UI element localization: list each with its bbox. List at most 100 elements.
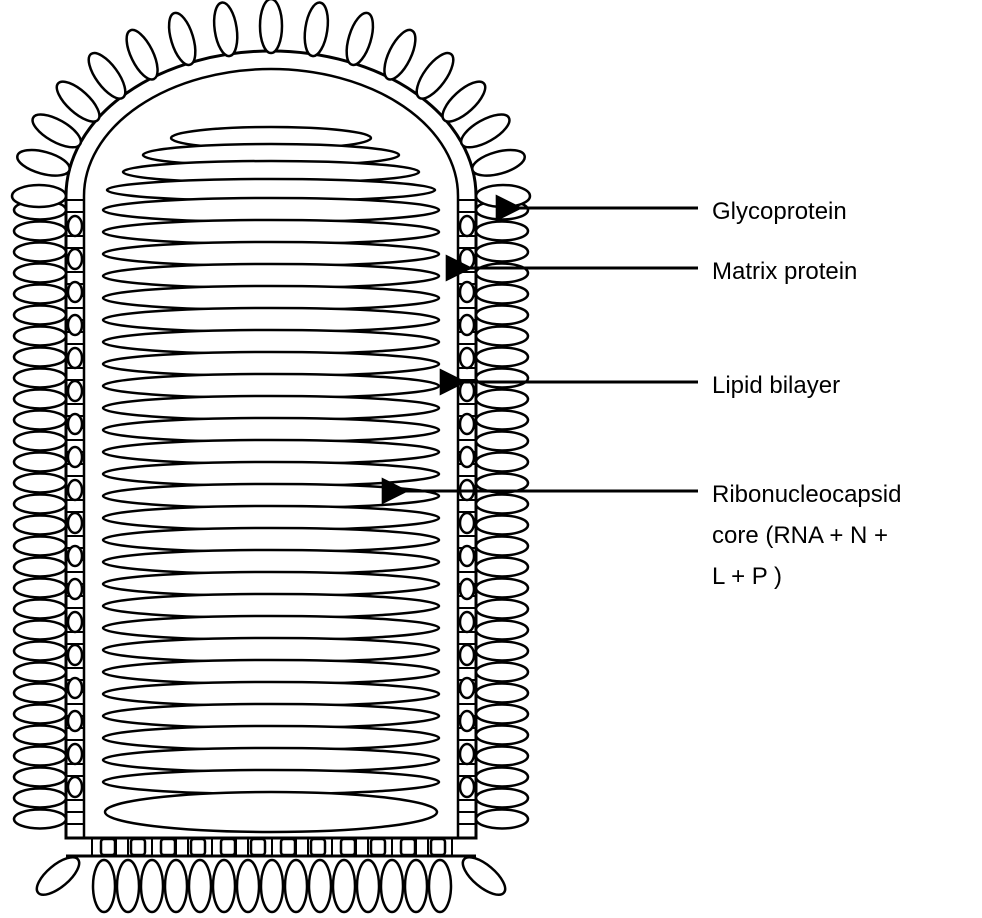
glycoprotein-spike xyxy=(476,810,528,829)
glycoprotein-spike xyxy=(476,390,528,409)
glycoprotein-spike xyxy=(14,327,66,346)
matrix-protein-unit xyxy=(68,315,82,335)
glycoprotein-spike xyxy=(14,222,66,241)
ribonucleocapsid-coil xyxy=(103,704,439,728)
matrix-protein-unit xyxy=(68,546,82,566)
glycoprotein-spike xyxy=(476,600,528,619)
glycoprotein-spike xyxy=(476,747,528,766)
ribonucleocapsid-coil xyxy=(103,198,439,222)
glycoprotein-spike xyxy=(14,558,66,577)
matrix-protein-unit xyxy=(101,839,115,855)
glycoprotein-spike xyxy=(476,726,528,745)
ribonucleocapsid-coil xyxy=(103,638,439,662)
glycoprotein-spike xyxy=(14,642,66,661)
glycoprotein-spike xyxy=(261,860,283,912)
ribonucleocapsid-coil xyxy=(103,462,439,486)
ribonucleocapsid-coil xyxy=(103,616,439,640)
glycoprotein-spike xyxy=(476,789,528,808)
glycoprotein-spike xyxy=(14,432,66,451)
matrix-protein-unit xyxy=(460,744,474,764)
matrix-protein-unit xyxy=(341,839,355,855)
glycoprotein-spike xyxy=(189,860,211,912)
glycoprotein-spike xyxy=(333,860,355,912)
glycoprotein-spike xyxy=(309,860,331,912)
glycoprotein-spike xyxy=(213,860,235,912)
glycoprotein-spike xyxy=(14,663,66,682)
glycoprotein-spike xyxy=(120,26,164,84)
ribonucleocapsid-coil xyxy=(103,682,439,706)
matrix-protein-unit xyxy=(460,315,474,335)
glycoprotein-spike xyxy=(82,48,132,105)
matrix-protein-unit xyxy=(68,645,82,665)
glycoprotein-spike xyxy=(14,474,66,493)
glycoprotein-spike xyxy=(93,860,115,912)
matrix-protein-unit xyxy=(460,777,474,797)
glycoprotein-spike xyxy=(237,860,259,912)
glycoprotein-spike xyxy=(14,537,66,556)
glycoprotein-spike xyxy=(14,768,66,787)
glycoprotein-spike xyxy=(476,453,528,472)
glycoprotein-spike xyxy=(476,348,528,367)
glycoprotein-spike xyxy=(14,705,66,724)
matrix-protein-unit xyxy=(460,645,474,665)
glycoprotein-spike xyxy=(141,860,163,912)
matrix-protein-unit xyxy=(460,249,474,269)
glycoprotein-spike xyxy=(476,768,528,787)
ribonucleocapsid-coil xyxy=(103,550,439,574)
matrix-protein-unit xyxy=(401,839,415,855)
glycoprotein-spike xyxy=(117,860,139,912)
matrix-protein-unit xyxy=(68,777,82,797)
glycoprotein-spike xyxy=(410,48,460,105)
ribonucleocapsid-coil xyxy=(103,528,439,552)
matrix-protein-unit xyxy=(68,612,82,632)
matrix-protein-unit xyxy=(68,480,82,500)
ribonucleocapsid-label-line2: core (RNA + N + xyxy=(712,522,888,549)
matrix-protein-unit xyxy=(460,546,474,566)
ribonucleocapsid-coil xyxy=(103,242,439,266)
matrix-protein-unit xyxy=(68,216,82,236)
glycoprotein-spike xyxy=(476,516,528,535)
ribonucleocapsid-coil xyxy=(103,220,439,244)
matrix-protein-unit xyxy=(221,839,235,855)
ribonucleocapsid-coil xyxy=(103,264,439,288)
matrix-protein-unit xyxy=(371,839,385,855)
glycoprotein-spike xyxy=(14,579,66,598)
ribonucleocapsid-coil xyxy=(103,418,439,442)
ribonucleocapsid-coil xyxy=(103,440,439,464)
glycoprotein-spike xyxy=(476,243,528,262)
ribonucleocapsid-coil xyxy=(103,748,439,772)
matrix-protein-unit xyxy=(460,447,474,467)
glycoprotein-spike xyxy=(211,1,241,58)
ribonucleocapsid-coil xyxy=(103,330,439,354)
glycoprotein-spike xyxy=(165,860,187,912)
glycoprotein-spike xyxy=(14,684,66,703)
glycoprotein-spike xyxy=(476,642,528,661)
glycoprotein-spike xyxy=(405,860,427,912)
ribonucleocapsid-core xyxy=(103,127,439,832)
glycoprotein-spike xyxy=(12,185,66,207)
matrix-protein-unit xyxy=(460,612,474,632)
glycoprotein-spike xyxy=(14,747,66,766)
glycoprotein-spike xyxy=(476,579,528,598)
glycoprotein-spike xyxy=(476,411,528,430)
glycoprotein-label: Glycoprotein xyxy=(712,198,847,225)
glycoprotein-spike xyxy=(378,26,422,84)
glycoprotein-spike xyxy=(429,860,451,912)
glycoprotein-spike xyxy=(476,537,528,556)
matrix-protein-unit xyxy=(131,839,145,855)
glycoprotein-spike xyxy=(476,432,528,451)
matrix-protein-unit xyxy=(431,839,445,855)
ribonucleocapsid-label-line1: Ribonucleocapsid xyxy=(712,481,901,508)
matrix-protein-unit xyxy=(68,513,82,533)
matrix-protein-unit xyxy=(68,414,82,434)
glycoprotein-spike xyxy=(14,390,66,409)
glycoprotein-spike xyxy=(14,243,66,262)
matrix-protein-unit xyxy=(68,447,82,467)
glycoprotein-spike xyxy=(341,10,378,68)
matrix-protein-unit xyxy=(460,513,474,533)
glycoprotein-spike xyxy=(14,369,66,388)
glycoprotein-spike xyxy=(285,860,307,912)
ribonucleocapsid-coil xyxy=(103,770,439,794)
glycoprotein-spike xyxy=(476,621,528,640)
